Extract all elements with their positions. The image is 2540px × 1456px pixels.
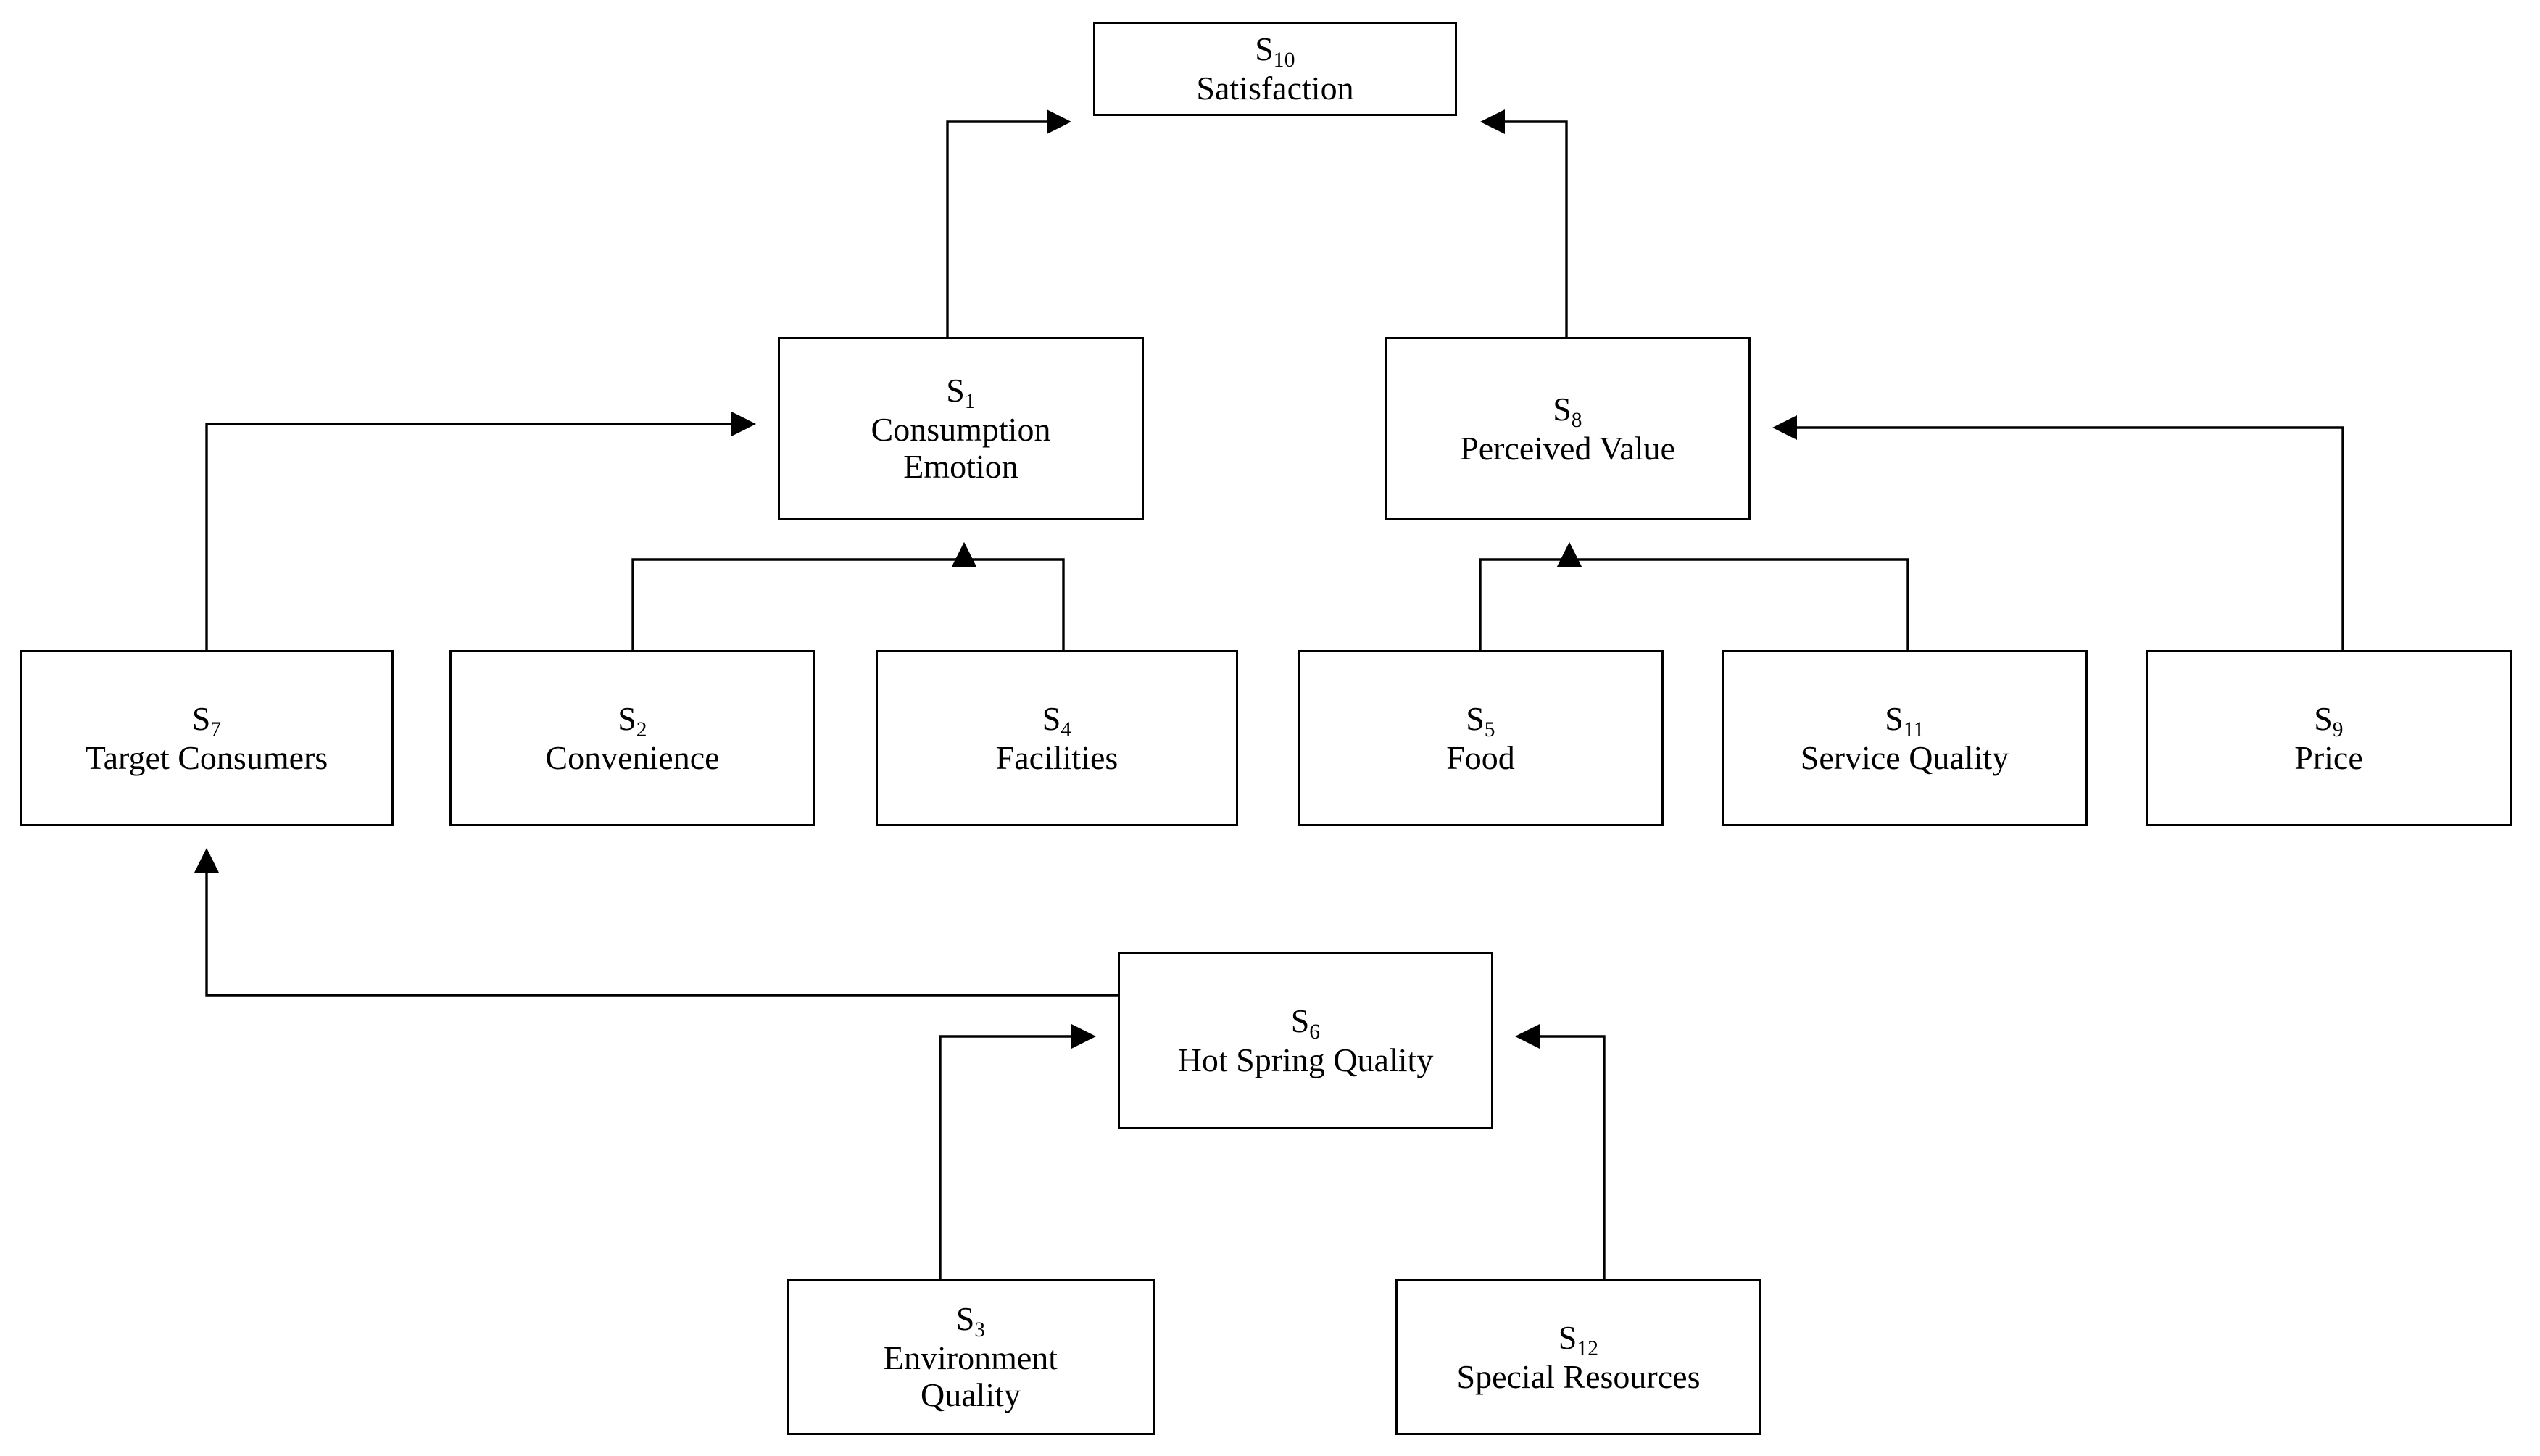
- arrowhead-s11-to-s8: [1557, 542, 1582, 567]
- arrowhead-s3-to-s6: [1071, 1024, 1096, 1049]
- node-label: Special Resources: [1456, 1357, 1701, 1395]
- arrowhead-s7-to-s1: [731, 412, 756, 436]
- arrowhead-s9-to-s8: [1772, 415, 1797, 440]
- connector-line-s3-to-s6: [939, 1035, 1071, 1279]
- node-s10[interactable]: S10 Satisfaction: [1093, 22, 1457, 116]
- node-code: S11: [1885, 699, 1925, 741]
- node-label: Perceived Value: [1460, 429, 1675, 467]
- node-label: Food: [1446, 739, 1515, 776]
- node-code: S5: [1466, 699, 1495, 741]
- node-code: S10: [1255, 30, 1295, 72]
- connector-line-s7-to-s1: [205, 423, 731, 650]
- node-s12[interactable]: S12 Special Resources: [1395, 1279, 1761, 1435]
- node-code: S2: [618, 699, 647, 741]
- arrowhead-s1-to-s10: [1047, 109, 1071, 134]
- node-label: Price: [2294, 739, 2363, 776]
- node-label: Satisfaction: [1196, 70, 1354, 107]
- arrowhead-s6-to-s7: [194, 848, 219, 873]
- node-label: Service Quality: [1800, 739, 2009, 776]
- arrowhead-s12-to-s6: [1515, 1024, 1540, 1049]
- node-label: Convenience: [545, 739, 720, 776]
- connector-line-s5-to-s8: [1479, 558, 1571, 650]
- node-s7[interactable]: S7 Target Consumers: [20, 650, 394, 826]
- node-s8[interactable]: S8 Perceived Value: [1385, 337, 1751, 520]
- node-code: S3: [955, 1300, 986, 1342]
- node-label: Environment Quality: [883, 1339, 1058, 1414]
- node-s6[interactable]: S6 Hot Spring Quality: [1118, 952, 1493, 1129]
- connector-line-s11-to-s8: [1568, 558, 1909, 650]
- node-label: Consumption Emotion: [871, 410, 1051, 486]
- node-s3[interactable]: S3 Environment Quality: [787, 1279, 1155, 1435]
- node-code: S12: [1558, 1318, 1599, 1360]
- node-s4[interactable]: S4 Facilities: [876, 650, 1238, 826]
- node-code: S9: [2314, 699, 2344, 741]
- node-code: S7: [191, 699, 222, 741]
- node-label: Hot Spring Quality: [1177, 1041, 1434, 1078]
- node-s2[interactable]: S2 Convenience: [449, 650, 815, 826]
- connector-line-s2-to-s1: [631, 558, 966, 650]
- node-label: Facilities: [995, 739, 1118, 776]
- node-code: S8: [1553, 390, 1582, 432]
- node-s1[interactable]: S1 Consumption Emotion: [778, 337, 1144, 520]
- node-code: S6: [1290, 1002, 1321, 1044]
- connector-line-s8-to-s10: [1505, 120, 1568, 337]
- connector-line-s4-to-s1: [963, 558, 1065, 650]
- connector-line-s9-to-s8: [1797, 426, 2344, 650]
- connector-line-s1-to-s10: [946, 120, 1047, 337]
- node-s11[interactable]: S11 Service Quality: [1722, 650, 2088, 826]
- node-code: S1: [946, 372, 976, 414]
- node-code: S4: [1042, 699, 1072, 741]
- node-s9[interactable]: S9 Price: [2146, 650, 2512, 826]
- node-s5[interactable]: S5 Food: [1298, 650, 1664, 826]
- connector-line-s12-to-s6: [1540, 1035, 1606, 1279]
- arrowhead-s4-to-s1: [952, 542, 976, 567]
- arrowhead-s8-to-s10: [1480, 109, 1505, 134]
- node-label: Target Consumers: [85, 739, 328, 776]
